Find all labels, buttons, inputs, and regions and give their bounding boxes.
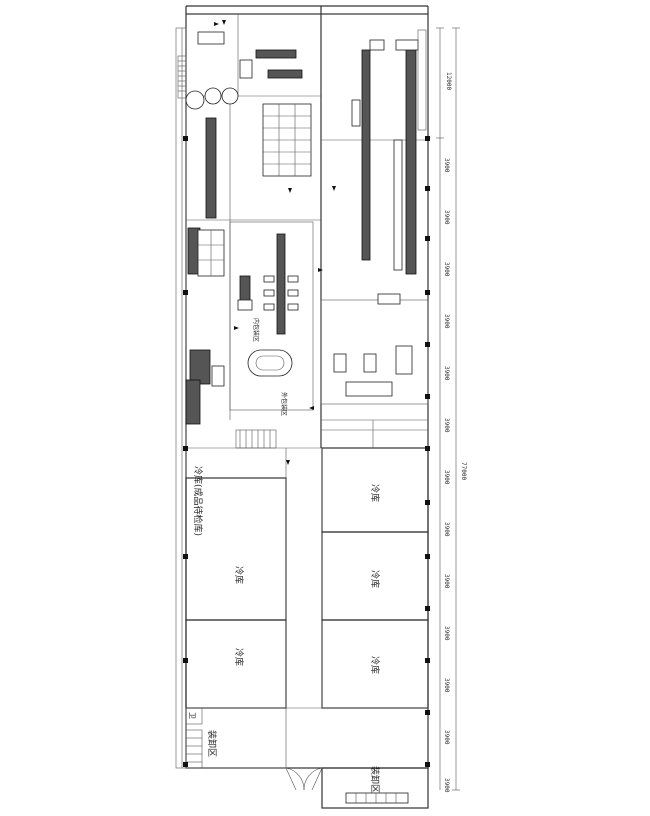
dimension-bay: 3900	[443, 158, 450, 173]
dimension-bay: 3900	[443, 522, 450, 537]
room-label-cold-d: 冷库	[369, 570, 381, 588]
flow-arrows	[214, 20, 336, 465]
dimension-bay: 3900	[443, 210, 450, 225]
partitions-upper	[186, 6, 429, 449]
room-label-dock-right: 装卸区	[369, 766, 381, 793]
dimension-bay: 3900	[443, 262, 450, 277]
dimension-bay: 3900	[443, 314, 450, 329]
dimension-bay: 3900	[443, 778, 450, 793]
room-label-dock-left: 装卸区	[206, 730, 218, 757]
equipment-middle	[185, 233, 299, 425]
dimension-bay: 3900	[443, 418, 450, 433]
room-label-toilet: 卫	[188, 712, 196, 719]
dimension-bay: 3900	[443, 626, 450, 641]
dimension-bay: 3900	[443, 574, 450, 589]
dimension-bay: 3900	[443, 730, 450, 745]
stairs-top-left	[177, 55, 187, 99]
room-label-cold-b: 冷库	[233, 648, 245, 666]
dimension-overall: 77000	[460, 462, 467, 480]
room-label-cold-e: 冷库	[369, 656, 381, 674]
dimension-line-right	[436, 27, 460, 791]
dimension-bay: 3900	[443, 366, 450, 381]
room-label-cold-c: 冷库	[369, 484, 381, 502]
room-label-cold-f: 冷库(成品待检库)	[192, 466, 204, 536]
dimension-top-total: 12000	[445, 72, 452, 90]
structural-columns	[183, 136, 430, 767]
equipment-upper	[185, 31, 312, 311]
loading-areas	[185, 707, 409, 804]
dimension-bay: 3900	[443, 678, 450, 693]
room-label-cold-a: 冷库	[233, 566, 245, 584]
equipment-right	[333, 29, 427, 397]
room-label-packing: 内包装区	[252, 318, 260, 342]
room-label-packing-b: 外包装区	[280, 392, 288, 416]
dimension-bay: 3900	[443, 470, 450, 485]
lower-rooms	[185, 429, 429, 709]
